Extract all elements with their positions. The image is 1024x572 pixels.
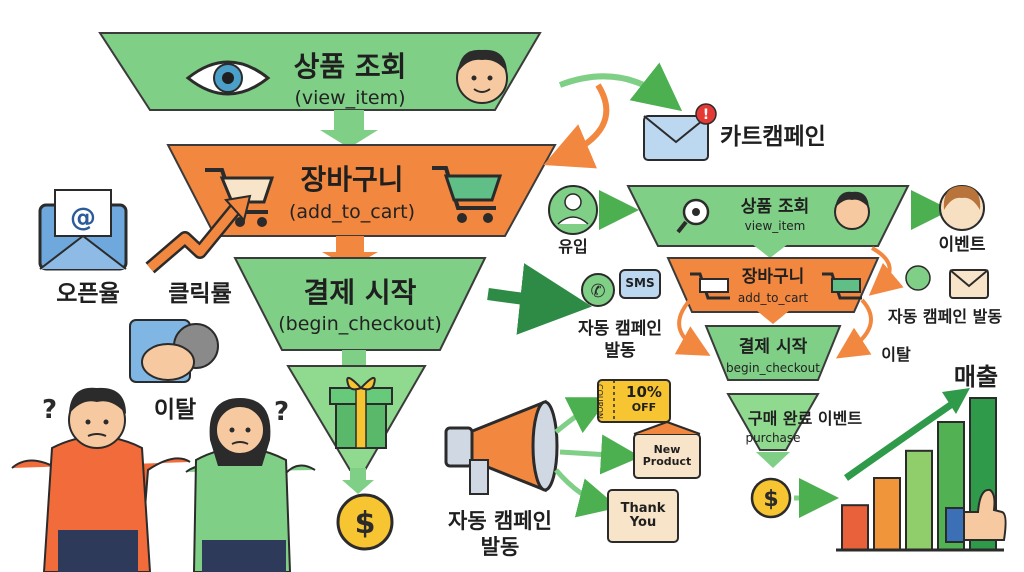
trend-up-arrow-icon <box>145 194 252 274</box>
right-funnel-arrow-4 <box>756 452 790 468</box>
right-stage4-title: 구매 완료 이벤트 <box>747 409 863 428</box>
mail-at-icon: @ <box>38 189 128 271</box>
auto-campaign-left-line1: 자동 캠페인 <box>577 319 663 339</box>
megaphone-icon <box>444 399 559 495</box>
coupon-discount: 10% <box>626 383 662 401</box>
main-stage2-event: (add_to_cart) <box>288 201 416 223</box>
arrow-to-thank-you <box>554 468 619 518</box>
churn-arrow-right <box>835 298 873 359</box>
thumbs-up-icon <box>945 488 1007 543</box>
click-rate-label: 클릭률 <box>168 281 232 307</box>
right-cart-icon-right <box>822 272 862 300</box>
right-funnel-arrow-1 <box>752 244 788 258</box>
confused-man-illustration: ? <box>11 387 191 572</box>
revenue-bar <box>841 504 869 552</box>
user-face-icon <box>456 49 508 104</box>
right-stage2-title: 장바구니 <box>741 267 805 287</box>
new-product-text: New Product <box>642 443 692 469</box>
auto-campaign-right-label: 자동 캠페인 발동 <box>887 307 1003 326</box>
main-funnel-connector-1 <box>334 110 364 132</box>
arrow-to-new-product <box>559 434 641 475</box>
svg-text:?: ? <box>42 395 57 425</box>
thank-you-text: Thank You <box>620 501 666 531</box>
svg-text:$: $ <box>763 487 778 512</box>
churn-arrow-left <box>674 298 711 356</box>
right-dollar-coin-icon: $ <box>750 477 792 519</box>
eye-icon <box>185 60 271 96</box>
coupon-side-text: COUPON <box>595 384 604 419</box>
right-cart-icon-left <box>690 272 730 300</box>
right-stage1-title: 상품 조회 <box>740 197 810 217</box>
right-funnel-stage-3 <box>704 325 842 381</box>
confused-woman-illustration: ? <box>185 397 316 572</box>
cart-campaign-label: 카트캠페인 <box>720 124 826 150</box>
inflow-user-icon <box>548 185 598 235</box>
main-stage3-title: 결제 시작 <box>303 276 417 309</box>
arrow-to-coupon <box>554 397 610 434</box>
auto-campaign-left-line2: 발동 <box>604 341 636 361</box>
phone-sms-icon: ✆ <box>581 269 661 307</box>
revenue-trend-arrowhead <box>942 388 970 414</box>
main-funnel-connector-2 <box>336 236 364 254</box>
right-funnel-arrow-2 <box>756 310 790 324</box>
inflow-label: 유입 <box>558 237 588 256</box>
main-funnel-arrow-4 <box>342 480 374 494</box>
open-rate-label: 오픈율 <box>56 281 120 307</box>
revenue-bars <box>841 397 997 552</box>
right-stage1-event: view_item <box>744 219 806 233</box>
main-stage3-event: (begin_checkout) <box>278 313 442 335</box>
phone-envelope-icon <box>905 265 989 299</box>
magnifier-eye-icon <box>676 198 710 234</box>
arrow-back-to-cart <box>543 83 610 169</box>
dollar-coin-icon: $ <box>336 493 394 551</box>
arrow-to-cart-campaign <box>558 62 683 112</box>
thank-you-card <box>607 489 679 543</box>
revenue-trend-arrow <box>843 401 954 481</box>
coupon-off: OFF <box>631 401 657 414</box>
event-label: 이벤트 <box>938 235 986 255</box>
event-user-icon <box>939 185 985 231</box>
new-product-card <box>633 420 701 479</box>
main-stage1-event: (view_item) <box>294 87 406 109</box>
right-stage2-event: add_to_cart <box>737 291 809 305</box>
right-stage4-event: purchase <box>745 431 801 445</box>
revenue-bar <box>905 449 933 551</box>
revenue-bar <box>873 477 901 551</box>
right-funnel-stage-4 <box>726 393 820 451</box>
sms-label: SMS <box>625 276 655 290</box>
right-user-face-icon <box>834 191 870 230</box>
arrow-to-campaign-trigger <box>487 263 592 335</box>
main-funnel-arrow-1 <box>320 130 378 148</box>
frustrated-user-icon <box>129 319 219 383</box>
cart-icon-right <box>432 166 503 223</box>
churn-label-right: 이탈 <box>881 345 911 364</box>
arrow-back-to-cart-right <box>868 246 904 296</box>
main-funnel-stage-3 <box>233 257 487 351</box>
main-stage2-title: 장바구니 <box>300 163 404 196</box>
auto-campaign-bottom-line2: 발동 <box>480 535 520 559</box>
svg-text:!: ! <box>703 107 709 123</box>
main-stage1-title: 상품 조회 <box>293 50 407 83</box>
main-funnel-connector-3 <box>342 350 366 368</box>
envelope-alert-icon: ! <box>643 103 717 161</box>
churn-label-left: 이탈 <box>153 397 197 423</box>
revenue-label: 매출 <box>953 363 999 391</box>
coupon-card <box>597 379 671 423</box>
gift-icon <box>329 377 393 449</box>
right-stage3-title: 결제 시작 <box>738 337 808 357</box>
auto-campaign-bottom-line1: 자동 캠페인 <box>448 509 552 533</box>
svg-text:?: ? <box>274 397 289 427</box>
svg-text:✆: ✆ <box>590 281 605 302</box>
right-stage3-event: begin_checkout <box>726 361 820 375</box>
svg-text:@: @ <box>70 203 96 233</box>
svg-text:$: $ <box>355 506 376 541</box>
